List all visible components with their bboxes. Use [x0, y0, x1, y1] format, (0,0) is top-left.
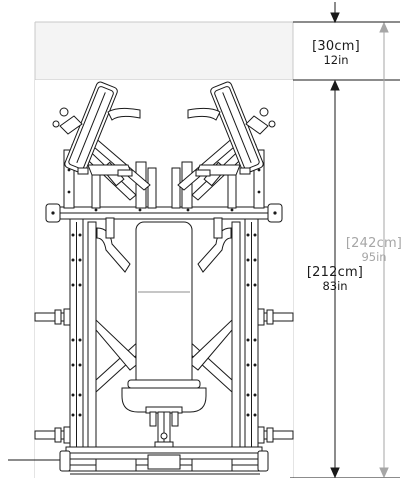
- seat: [121, 379, 207, 414]
- beam-bolts: [51, 168, 277, 215]
- diagonal-braces: [95, 318, 233, 394]
- left-inner-upright: [87, 221, 97, 453]
- base-frame: [59, 446, 269, 475]
- machine-drawing: [34, 81, 294, 475]
- total-height-label: [242cm] 95in: [342, 237, 406, 263]
- top-clearance-label: [30cm] 12in: [298, 40, 374, 66]
- collars: [77, 167, 251, 177]
- machine-height-metric: [212cm]: [306, 265, 364, 280]
- right-inner-upright: [231, 221, 241, 453]
- total-height-imperial: 95in: [361, 249, 387, 264]
- weight-plate-right: [210, 81, 264, 174]
- total-height-metric: [242cm]: [345, 236, 403, 251]
- dimension-lines: [8, 2, 400, 478]
- total-height-dimension-line: [360, 21, 400, 478]
- weight-plate-left: [64, 81, 118, 174]
- back-pad: [135, 221, 193, 388]
- top-clearance-imperial: 12in: [323, 52, 349, 67]
- press-handles: [96, 217, 232, 273]
- top-clearance-metric: [30cm]: [312, 39, 360, 54]
- machine-height-imperial: 83in: [322, 278, 348, 293]
- weight-horn-left-upper: [34, 308, 78, 326]
- machine-height-label: [212cm] 83in: [290, 266, 380, 292]
- upright-bolts: [71, 233, 257, 417]
- top-grip-handles: [52, 107, 276, 135]
- top-cross-beam: [45, 203, 283, 223]
